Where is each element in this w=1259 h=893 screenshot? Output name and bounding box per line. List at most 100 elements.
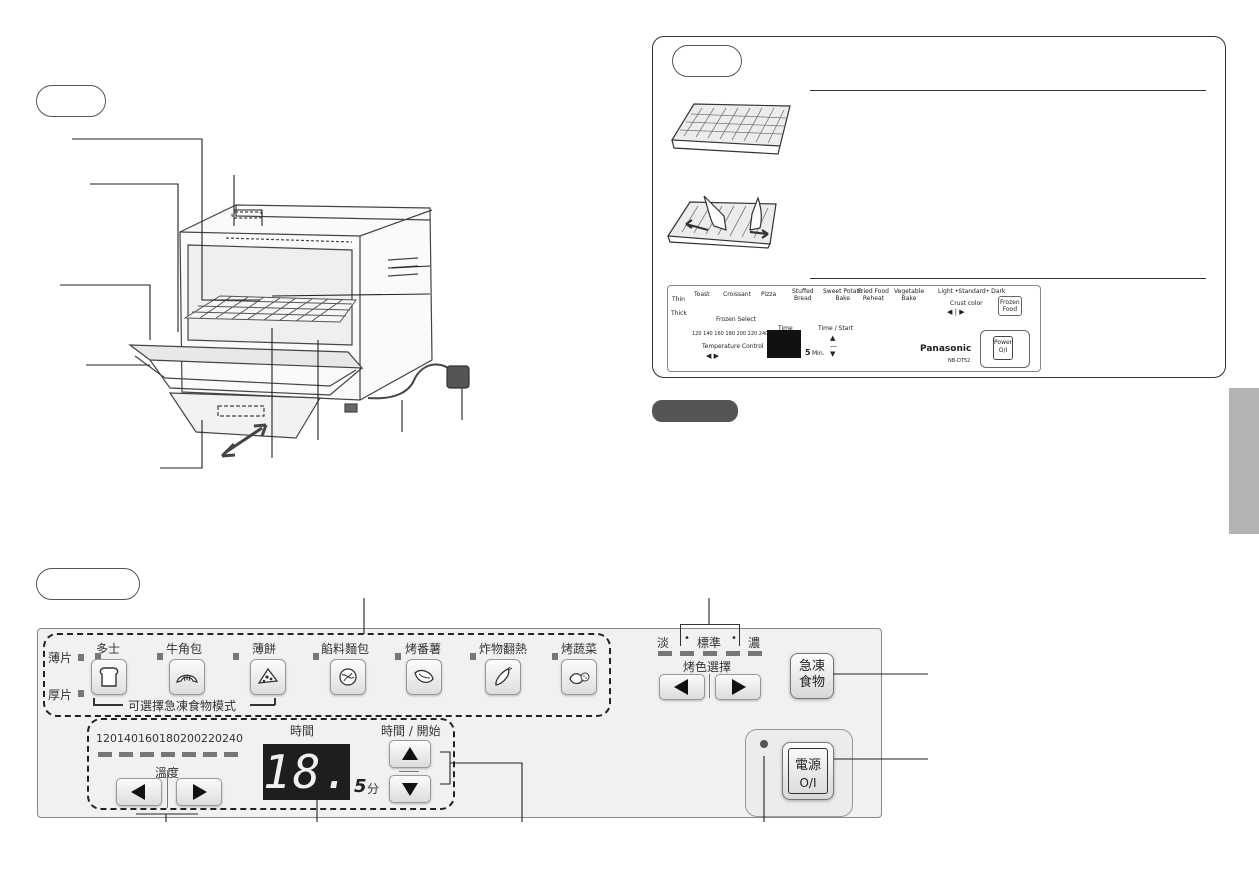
right-arrow-icon [193, 784, 207, 800]
frozen-food-button-label: 急凍 食物 [798, 659, 825, 690]
temp-indicator-160 [140, 752, 154, 757]
frozen-group-outline [43, 633, 611, 717]
mini-temp-arrows: ◀ ▶ [706, 352, 719, 360]
temp-value-180: 180 [159, 732, 180, 745]
temp-value-120: 120 [96, 732, 117, 745]
mini-temps: 120 140 160 180 200 220 240 [692, 331, 769, 337]
temp-down-button[interactable] [116, 778, 162, 806]
frozen-label-sweet-potato: 烤番薯 [405, 642, 442, 656]
crust-bracket-right [739, 624, 741, 646]
mini-brand: Panasonic [920, 344, 972, 354]
temp-indicator-120 [98, 752, 112, 757]
down-arrow-icon [402, 783, 418, 796]
crust-darker-button[interactable] [715, 674, 761, 700]
mini-thin-label: Thin [672, 296, 685, 303]
frozen-food-button[interactable]: 急凍 食物 [790, 653, 834, 699]
crust-lighter-button[interactable] [659, 674, 705, 700]
frozen-select-bracket-right [250, 704, 275, 706]
section-tab-control-panel [36, 568, 140, 600]
crust-standard-label: 標準 [697, 636, 722, 650]
mini-time-start-label: Time / Start [818, 325, 854, 332]
frozen-indicator-pizza [233, 653, 239, 660]
temp-value-240: 240 [222, 732, 243, 745]
pizza-button[interactable] [250, 659, 286, 695]
mini-toast-label: Toast [694, 291, 710, 298]
frozen-label-stuffed-bread: 餡料麵包 [321, 642, 370, 656]
temp-indicator-220 [203, 752, 217, 757]
time-up-button[interactable] [389, 740, 431, 768]
section-tab-notice [652, 400, 738, 422]
frozen-label-vegetable: 烤蔬菜 [561, 642, 598, 656]
pizza-icon [257, 667, 279, 684]
mini-power-label: Power [994, 339, 1013, 346]
mini-frozen-select-label: Frozen Select [716, 316, 757, 323]
power-indicator-lamp [760, 740, 768, 748]
mini-crust-row: Light •Standard• Dark [938, 288, 1006, 295]
thin-indicator [78, 654, 84, 661]
croissant-button[interactable] [169, 659, 205, 695]
temp-up-button[interactable] [176, 778, 222, 806]
mini-croissant-label: Croissant [723, 291, 751, 298]
mini-fried-label: Fried Food Reheat [858, 288, 889, 302]
vegetable-button[interactable] [561, 659, 597, 695]
mini-sweet-potato-label: Sweet Potato Bake [823, 288, 863, 302]
crust-arrow-divider [709, 674, 710, 698]
temp-time-group-outline [87, 718, 455, 810]
power-button-inner: 電源 O/I [788, 748, 828, 794]
mini-control-panel: Thin Thick Toast Croissant Pizza Stuffed… [667, 285, 1041, 372]
power-button[interactable]: 電源 O/I [782, 742, 834, 800]
frozen-indicator-vegetable [552, 653, 558, 660]
mini-crust-color: Crust color [950, 300, 983, 307]
frozen-indicator-stuffed-bread [313, 653, 319, 660]
up-arrow-icon [402, 747, 418, 760]
rule-bottom [810, 278, 1206, 280]
sweet-potato-button[interactable] [406, 659, 442, 695]
vegetable-icon [569, 672, 590, 685]
toast-icon [99, 667, 119, 687]
temp-indicator-200 [182, 752, 196, 757]
panel-leader-lines [136, 598, 928, 822]
power-button-sub: O/I [799, 776, 817, 790]
crust-light-label: 淡 [657, 636, 670, 650]
temp-value-140: 140 [117, 732, 138, 745]
rule-top [810, 90, 1206, 92]
left-arrow-icon [131, 784, 145, 800]
frozen-select-bracket-left-tick [93, 698, 95, 705]
mini-crust-arrows: ◀ | ▶ [947, 308, 965, 316]
fried-food-button[interactable] [485, 659, 521, 695]
stuffed-bread-button[interactable] [330, 659, 366, 695]
mini-frozen-food-button: Frozen Food [998, 296, 1022, 316]
frozen-label-fried-food: 炸物翻熱 [479, 642, 528, 656]
time-display: 18. [263, 744, 353, 800]
frozen-label-croissant: 牛角包 [166, 642, 203, 656]
frozen-label-toast: 多士 [96, 642, 121, 656]
time-unit-number: 5 [354, 776, 367, 797]
mini-power-box [980, 330, 1030, 368]
time-down-button[interactable] [389, 775, 431, 803]
mini-temp-control: Temperature Control [702, 343, 764, 350]
right-arrow-icon [732, 679, 746, 695]
temp-indicator-240 [224, 752, 238, 757]
crust-indicator-2 [680, 651, 694, 656]
power-button-label: 電源 [794, 758, 821, 773]
temp-indicator-180 [161, 752, 175, 757]
toast-button[interactable] [91, 659, 127, 695]
crust-dot-right: • [731, 633, 737, 644]
frozen-select-bracket-right-tick [274, 698, 276, 705]
mini-power-sub: O/I [998, 347, 1008, 354]
frozen-indicator-croissant [157, 653, 163, 660]
crust-dark-label: 濃 [748, 636, 761, 650]
crust-indicator-5 [748, 651, 762, 656]
crust-indicator-4 [726, 651, 740, 656]
temp-value-160: 160 [138, 732, 159, 745]
side-tab [1229, 388, 1259, 534]
mini-power-button: Power O/I [993, 336, 1013, 360]
crust-dot-left: • [684, 633, 690, 644]
temp-indicator-140 [119, 752, 133, 757]
thick-indicator [78, 690, 84, 697]
left-arrow-icon [674, 679, 688, 695]
crust-bracket-top [680, 624, 740, 626]
croissant-icon [176, 674, 198, 683]
mini-min-label: Min. [812, 350, 825, 357]
crust-indicator-1 [658, 651, 672, 656]
